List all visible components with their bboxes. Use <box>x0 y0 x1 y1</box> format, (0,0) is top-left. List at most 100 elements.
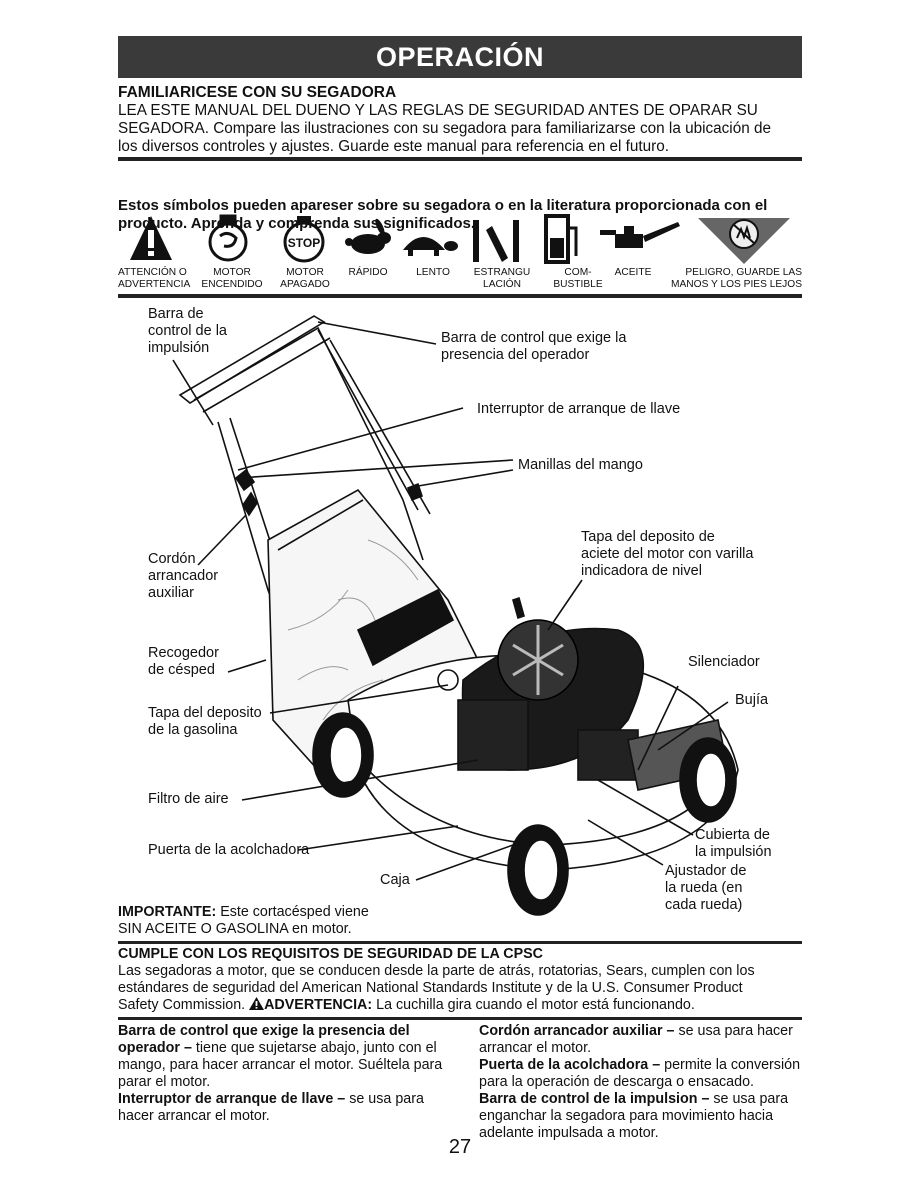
symbol-label-line: LACIÓN <box>483 279 521 290</box>
hand-hazard-icon <box>698 218 790 264</box>
definition-desc: permite la conversión para la operación … <box>479 1057 801 1090</box>
callout-handle-knobs: Manillas del mango <box>518 457 643 473</box>
callout-line: control de la <box>148 323 227 339</box>
definition-term: Barra de control que exige la presencia … <box>118 1023 410 1056</box>
callout-mulch-door: Puerta de la acolchadora <box>148 842 310 858</box>
callout-housing: Caja <box>380 872 410 888</box>
symbol-label-fuel: COM- BUSTIBLE <box>545 267 611 291</box>
symbol-label-line: ACEITE <box>614 267 652 278</box>
callout-gas-cap: Tapa del deposito de la gasolina <box>148 705 262 739</box>
definitions-left: Barra de control que exige la presencia … <box>118 1023 443 1125</box>
symbol-label-line: MOTOR <box>213 267 251 278</box>
callout-line: Barra de control que exige la <box>441 330 627 346</box>
oil-can-icon <box>600 222 680 248</box>
callout-line: Tapa del deposito <box>148 705 262 721</box>
callout-drive-bar: Barra de control de la impulsión <box>148 306 227 357</box>
callout-line: indicadora de nivel <box>581 563 702 579</box>
turtle-icon <box>403 237 458 256</box>
symbol-label-line: ATTENCIÓN O <box>118 267 187 278</box>
important-line2: SIN ACEITE O GASOLINA en motor. <box>118 921 352 937</box>
callout-line: Recogedor <box>148 645 219 661</box>
callout-spark-plug: Bujía <box>735 692 769 708</box>
callout-key-switch: Interruptor de arranque de llave <box>477 401 681 417</box>
symbol-label-fast: RÁPIDO <box>338 267 398 279</box>
symbol-label-oil: ACEITE <box>608 267 658 279</box>
definition-item: Cordón arrancador auxiliar – se usa para… <box>479 1023 804 1057</box>
fuel-pump-icon <box>544 214 578 264</box>
definition-item: Barra de control de la impulsion – se us… <box>479 1091 804 1142</box>
intro-section: FAMILIARICESE CON SU SEGADORA LEA ESTE M… <box>118 84 802 156</box>
symbol-label-line: MOTOR <box>286 267 324 278</box>
cpsc-line: Las segadoras a motor, que se conducen d… <box>118 963 755 979</box>
symbol-label-engine-off: MOTOR APAGADO <box>272 267 338 291</box>
callout-grass-catcher: Recogedor de césped <box>148 645 219 679</box>
definition-term: Barra de control de la impulsion <box>479 1091 698 1107</box>
callout-line: aciete del motor con varilla <box>581 546 754 562</box>
choke-icon <box>473 220 519 262</box>
intro-line: LEA ESTE MANUAL DEL DUENO Y LAS REGLAS D… <box>118 102 758 119</box>
symbol-label-line: BUSTIBLE <box>553 279 603 290</box>
mower-illustration <box>172 315 739 916</box>
callout-air-filter: Filtro de aire <box>148 791 229 807</box>
symbol-label-line: COM- <box>564 267 592 278</box>
divider <box>118 941 802 944</box>
section-title: OPERACIÓN <box>375 41 545 72</box>
definition-dash: – <box>648 1057 665 1073</box>
callout-line: arrancador <box>148 568 219 584</box>
symbol-label-line: LENTO <box>416 267 450 278</box>
rabbit-icon <box>345 218 391 254</box>
intro-line: los diversos controles y ajustes. Guarde… <box>118 138 669 155</box>
intro-line: SEGADORA. Compare las ilustraciones con … <box>118 120 771 137</box>
symbol-label-line: ENCENDIDO <box>201 279 263 290</box>
divider <box>118 157 802 161</box>
definition-desc: se usa para hacer arrancar el motor. <box>118 1091 424 1124</box>
callout-oil-cap: Tapa del deposito de aciete del motor co… <box>581 529 753 580</box>
cpsc-line: Safety Commission. <box>118 997 250 1013</box>
callout-line: de césped <box>148 662 215 678</box>
symbol-label-slow: LENTO <box>405 267 461 279</box>
definition-desc: se usa para enganchar la segadora para m… <box>479 1091 789 1141</box>
stop-text: STOP <box>288 236 320 250</box>
page-number: 27 <box>448 1136 472 1158</box>
symbol-label-warning: ATTENCIÓN O ADVERTENCIA <box>118 267 198 291</box>
cpsc-section: CUMPLE CON LOS REQUISITOS DE SEGURIDAD D… <box>118 946 808 1014</box>
definition-dash: – <box>333 1091 350 1107</box>
definition-desc: se usa para hacer arrancar el motor. <box>479 1023 793 1056</box>
callout-line: la impulsión <box>695 844 772 860</box>
callout-drive-cover: Cubierta de la impulsión <box>695 827 772 861</box>
engine-on-icon <box>208 214 248 262</box>
definition-term: Puerta de la acolchadora <box>479 1057 649 1073</box>
symbol-label-line: APAGADO <box>280 279 330 290</box>
callout-line: de la gasolina <box>148 722 238 738</box>
callout-line: presencia del operador <box>441 347 590 363</box>
symbol-label-line: RÁPIDO <box>348 267 388 278</box>
divider <box>118 1017 802 1020</box>
warning-icon <box>130 216 172 260</box>
symbol-label-line: MANOS Y LOS PIES LEJOS <box>671 279 802 290</box>
cpsc-line-warning: Safety Commission. ADVERTENCIA: La cuchi… <box>118 997 808 1014</box>
warning-label: ADVERTENCIA: <box>264 997 373 1013</box>
section-banner: OPERACIÓN <box>118 36 802 78</box>
divider <box>118 294 802 298</box>
callout-presence-bar: Barra de control que exige la presencia … <box>441 330 626 364</box>
intro-heading: FAMILIARICESE CON SU SEGADORA <box>118 84 397 101</box>
definition-dash: – <box>662 1023 679 1039</box>
symbol-label-line: PELIGRO, GUARDE LAS <box>685 267 802 278</box>
definition-item: Puerta de la acolchadora – permite la co… <box>479 1057 804 1091</box>
definition-term: Interruptor de arranque de llave <box>118 1091 334 1107</box>
symbols-heading-line: Estos símbolos pueden apareser sobre su … <box>118 197 768 214</box>
callout-starter-cord: Cordón arrancador auxiliar <box>148 551 218 602</box>
callout-line: auxiliar <box>148 585 194 601</box>
symbol-label-hazard: PELIGRO, GUARDE LAS MANOS Y LOS PIES LEJ… <box>656 267 802 291</box>
cpsc-heading: CUMPLE CON LOS REQUISITOS DE SEGURIDAD D… <box>118 946 543 962</box>
callout-line: la rueda (en <box>665 880 743 896</box>
callout-line: Cubierta de <box>695 827 770 843</box>
callout-line: impulsión <box>148 340 210 356</box>
engine-off-icon: STOP <box>283 216 325 263</box>
callout-muffler: Silenciador <box>688 654 760 670</box>
important-note: IMPORTANTE: Este cortacésped viene SIN A… <box>118 904 518 938</box>
definition-item: Interruptor de arranque de llave – se us… <box>118 1091 443 1125</box>
callout-wheel-adjuster: Ajustador de la rueda (en cada rueda) <box>665 863 746 914</box>
definitions-right: Cordón arrancador auxiliar – se usa para… <box>479 1023 804 1142</box>
important-label: IMPORTANTE: <box>118 904 217 920</box>
